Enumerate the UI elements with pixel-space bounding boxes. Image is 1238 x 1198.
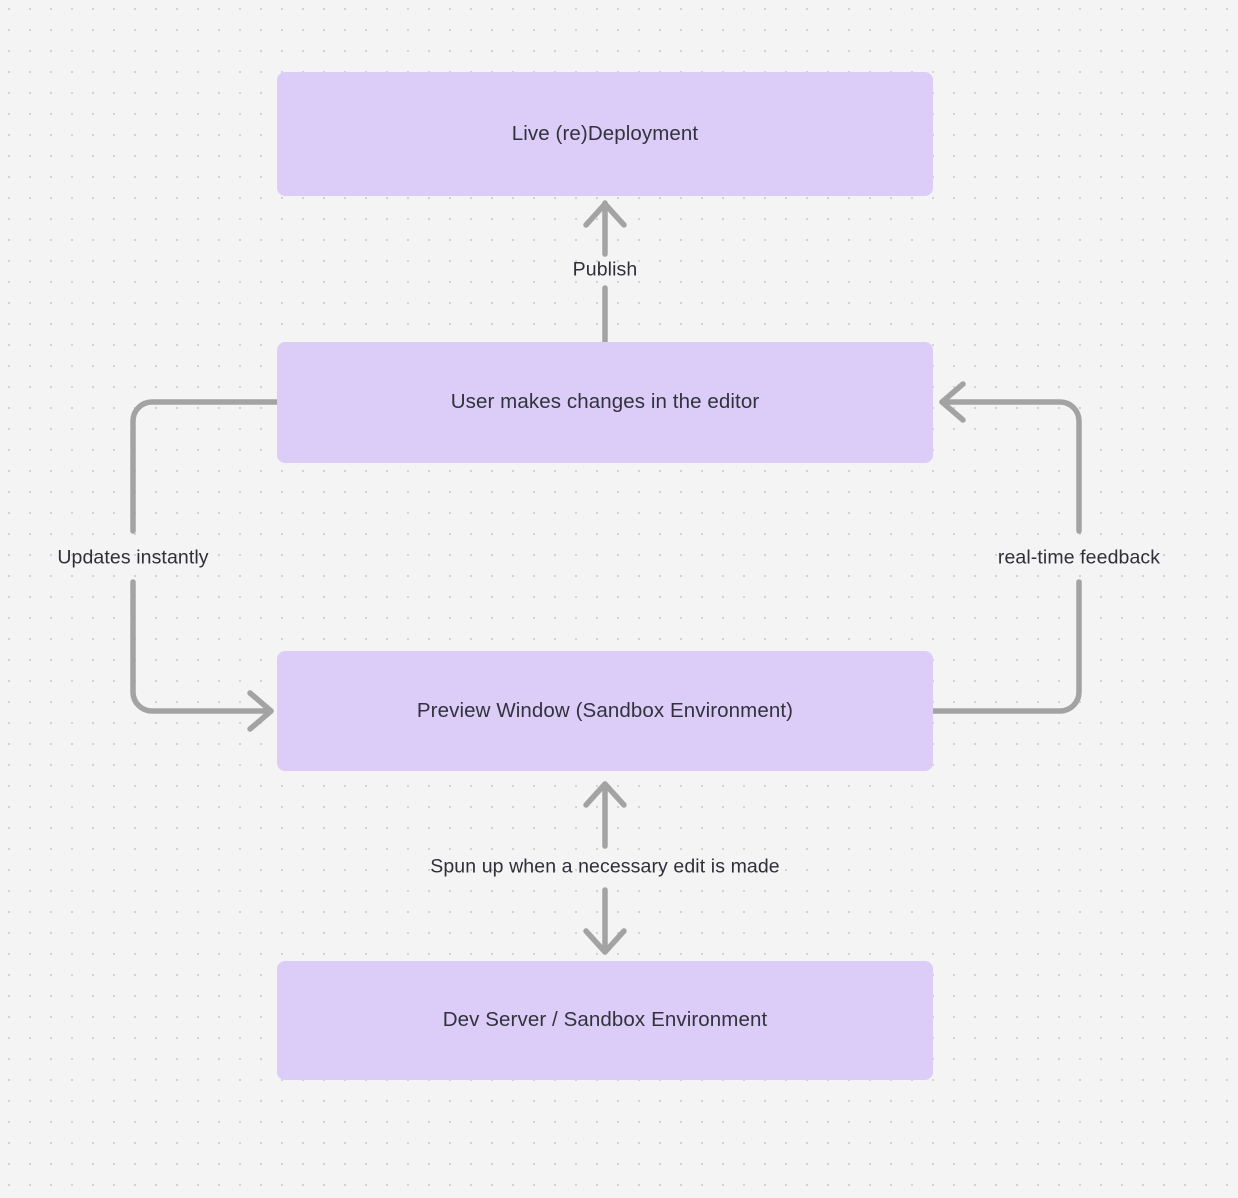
node-live-deployment-label: Live (re)Deployment — [511, 121, 699, 145]
edge-label-publish: Publish — [572, 258, 638, 281]
node-user-edits-label: User makes changes in the editor — [450, 390, 760, 414]
node-dev-server[interactable]: Dev Server / Sandbox Environment — [277, 961, 933, 1080]
edge-label-real-time-feedback: real-time feedback — [997, 546, 1161, 569]
node-preview-window[interactable]: Preview Window (Sandbox Environment) — [277, 651, 933, 771]
node-user-edits[interactable]: User makes changes in the editor — [277, 342, 933, 463]
edge-label-spun-up: Spun up when a necessary edit is made — [430, 855, 780, 878]
edge-label-updates-instantly: Updates instantly — [57, 546, 209, 569]
node-live-deployment[interactable]: Live (re)Deployment — [277, 72, 933, 196]
node-preview-window-label: Preview Window (Sandbox Environment) — [416, 698, 794, 722]
node-dev-server-label: Dev Server / Sandbox Environment — [442, 1008, 768, 1032]
